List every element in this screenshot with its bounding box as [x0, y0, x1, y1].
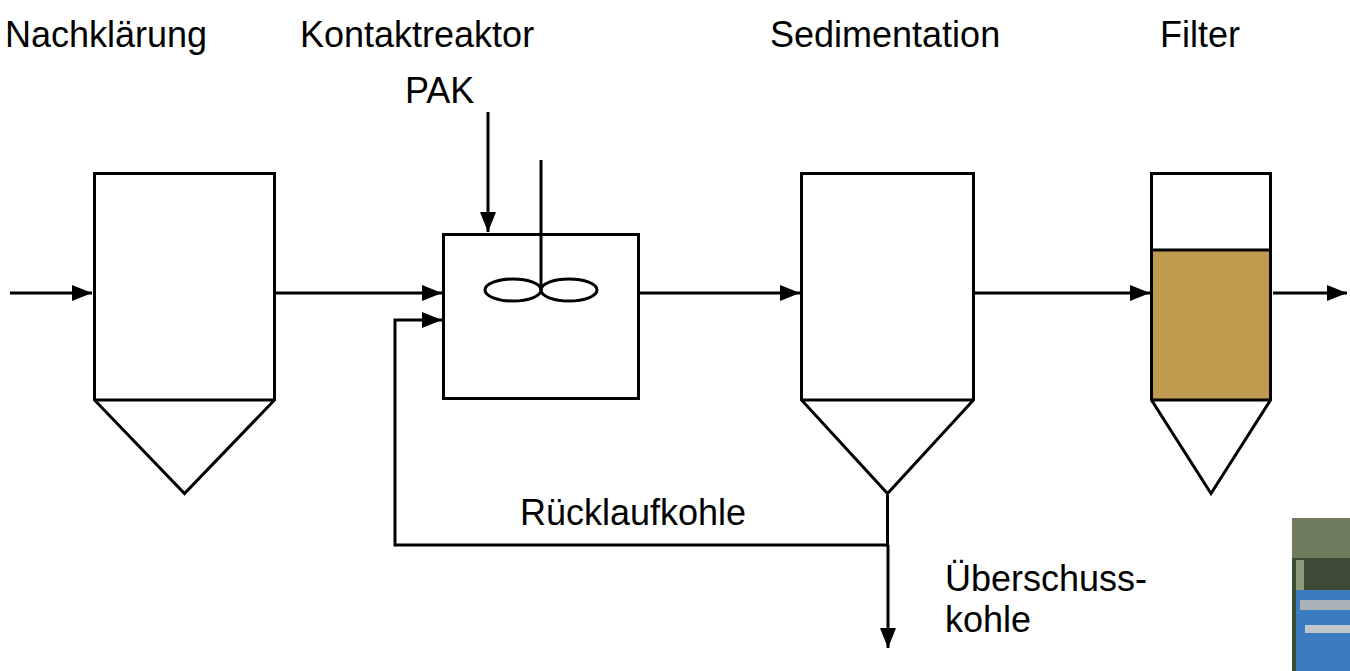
tank-outline [93, 172, 276, 495]
tank-outline [442, 233, 640, 400]
dosing-arrow [487, 112, 490, 232]
filter-tank: Filter [1150, 172, 1272, 495]
stirrer-blade [541, 279, 597, 301]
unit-heading: Sedimentation [770, 14, 1000, 55]
reactor-box: Kontaktreaktor [442, 233, 640, 400]
recycle-line [395, 320, 888, 545]
stirrer-blade [485, 279, 541, 301]
unit-heading: Filter [1160, 14, 1240, 55]
flow-arrow [975, 292, 1150, 295]
inlet-arrow [10, 292, 92, 295]
photo-thumbnail [1292, 518, 1350, 671]
flow-arrow [640, 292, 800, 295]
tank-outline [800, 172, 975, 495]
excess-arrow [887, 545, 890, 648]
flow-arrow [276, 292, 442, 295]
stream-label: Rücklaufkohle [518, 492, 748, 533]
stream-label: Überschuss- kohle [943, 558, 1165, 641]
settling-tank: Nachklärung [93, 172, 276, 495]
tank-outline [1150, 172, 1272, 495]
stirrer-shaft [540, 160, 543, 290]
settling-tank: Sedimentation [800, 172, 975, 495]
dosing-label: PAK [403, 70, 476, 111]
outlet-arrow [1273, 292, 1347, 295]
unit-heading: Nachklärung [5, 14, 207, 55]
unit-heading: Kontaktreaktor [300, 14, 534, 55]
